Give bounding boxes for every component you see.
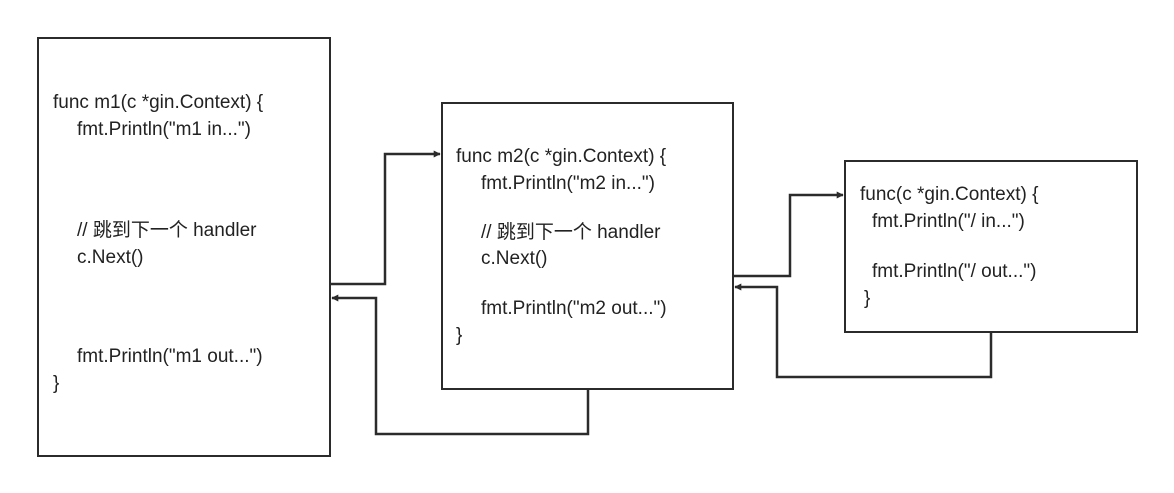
m1-function-box [37, 37, 331, 457]
handler-code-line: } [864, 288, 871, 309]
m1-code-line: fmt.Println("m1 out...") [77, 346, 263, 367]
m2-code-line: fmt.Println("m2 out...") [481, 298, 667, 319]
m1-code-line: // 跳到下一个 handler [77, 220, 257, 241]
m2-code-line: func m2(c *gin.Context) { [456, 146, 667, 167]
arrow-m1-to-m2 [331, 150, 441, 286]
arrow-handler-return-to-m2 [734, 283, 993, 379]
handler-code-line: func(c *gin.Context) { [860, 184, 1039, 205]
m2-code-line: } [456, 325, 463, 346]
handler-function-box [844, 160, 1138, 333]
arrow-m2-return-to-m1 [331, 294, 590, 436]
m2-function-box [441, 102, 734, 390]
m2-code-line: c.Next() [481, 248, 548, 269]
handler-code-line: fmt.Println("/ in...") [872, 211, 1025, 232]
m1-code-line: func m1(c *gin.Context) { [53, 92, 264, 113]
m2-code-line: // 跳到下一个 handler [481, 222, 661, 243]
m1-code-line: fmt.Println("m1 in...") [77, 119, 251, 140]
arrow-m2-to-handler [734, 191, 844, 278]
handler-code-line: fmt.Println("/ out...") [872, 261, 1037, 282]
m2-code-line: fmt.Println("m2 in...") [481, 173, 655, 194]
m1-code-line: } [53, 373, 60, 394]
m1-code-line: c.Next() [77, 247, 144, 268]
